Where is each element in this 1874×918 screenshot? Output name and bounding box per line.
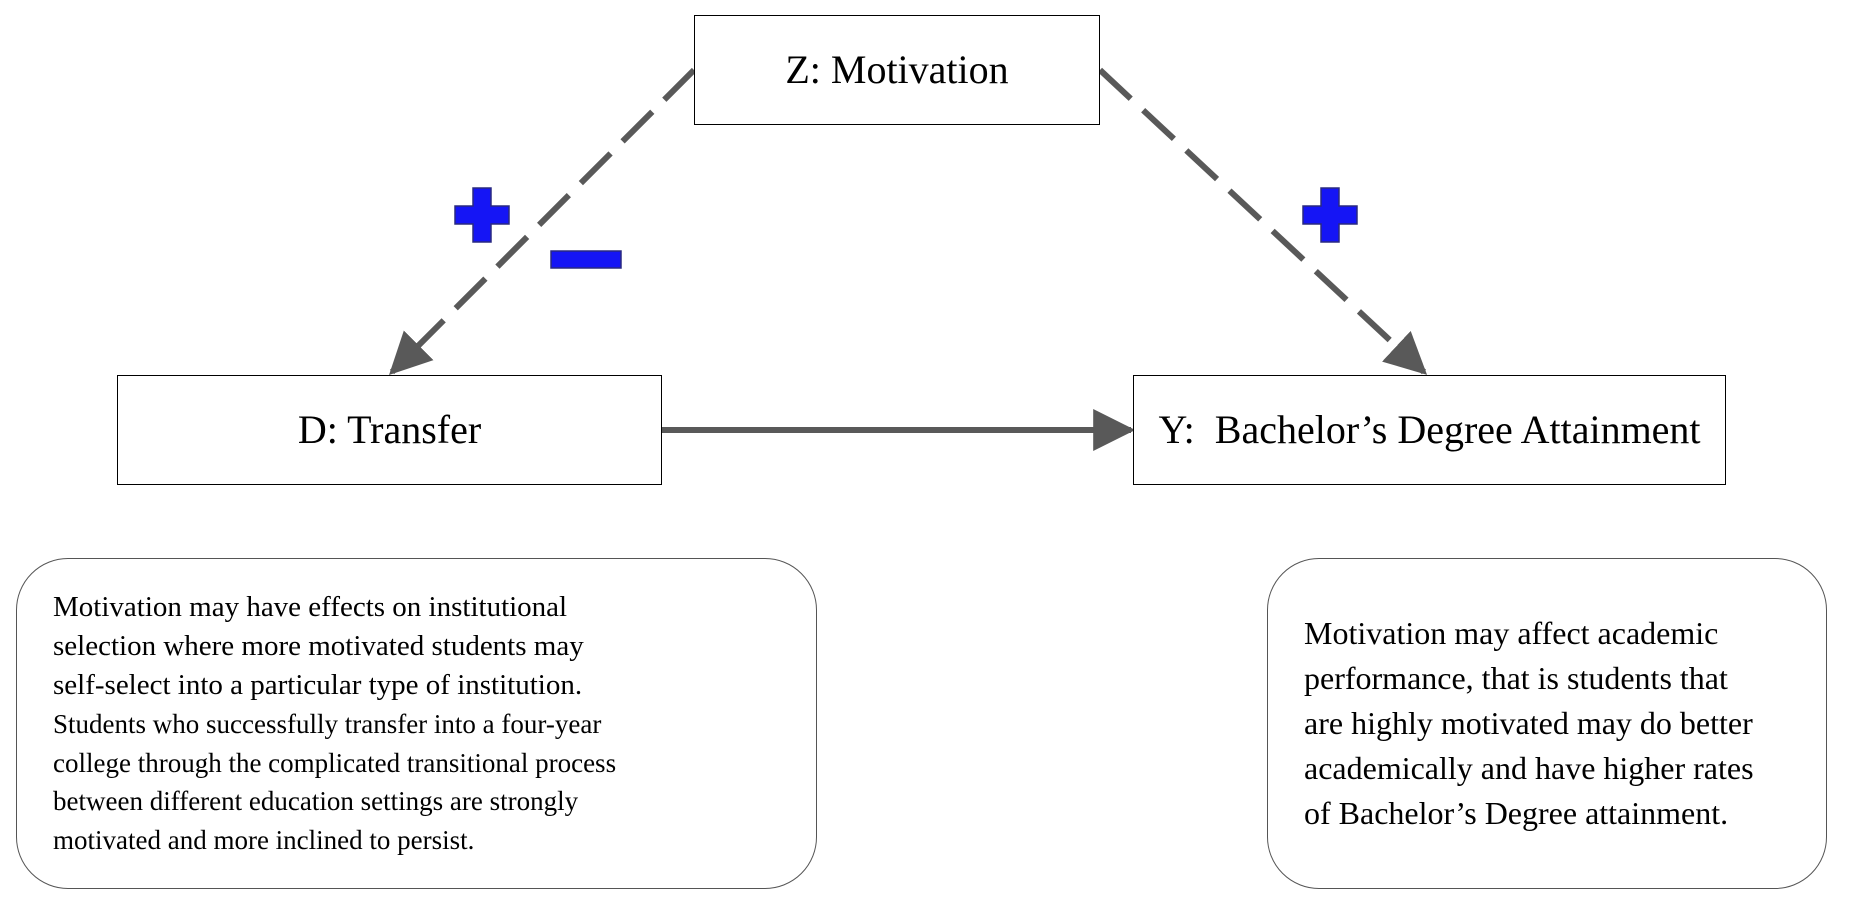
note-left-line: self-select into a particular type of in… bbox=[53, 669, 583, 701]
note-left-line: Students who successfully transfer into … bbox=[53, 709, 602, 739]
note-right-line: performance, that is students that bbox=[1304, 660, 1728, 696]
minus-sign-z-to-d bbox=[550, 250, 622, 269]
node-motivation: Z: Motivation bbox=[694, 15, 1100, 125]
node-bachelors-degree-attainment: Y: Bachelor’s Degree Attainment bbox=[1133, 375, 1726, 485]
note-right-line: Motivation may affect academic bbox=[1304, 615, 1719, 651]
note-motivation-transfer: Motivation may have effects on instituti… bbox=[16, 558, 817, 889]
note-left-line: selection where more motivated students … bbox=[53, 630, 584, 662]
edge-z-to-y bbox=[1097, 67, 1428, 375]
note-right-line: are highly motivated may do better bbox=[1304, 705, 1753, 741]
plus-sign-z-to-y bbox=[1302, 187, 1358, 243]
note-left-line: between different education settings are… bbox=[53, 786, 579, 816]
node-transfer: D: Transfer bbox=[117, 375, 662, 485]
edge-z-to-d bbox=[389, 67, 697, 375]
node-bachelors-degree-attainment-label: Y: Bachelor’s Degree Attainment bbox=[1158, 407, 1701, 452]
note-left-line: college through the complicated transiti… bbox=[53, 747, 617, 778]
plus-sign-z-to-d bbox=[454, 187, 510, 243]
note-left-line: motivated and more inclined to persist. bbox=[53, 824, 475, 855]
note-left-line: Motivation may have effects on instituti… bbox=[53, 591, 568, 623]
note-right-text: Motivation may affect academic performan… bbox=[1304, 611, 1754, 836]
node-transfer-label: D: Transfer bbox=[297, 407, 482, 452]
node-motivation-label: Z: Motivation bbox=[785, 47, 1009, 92]
note-right-line: of Bachelor’s Degree attainment. bbox=[1304, 795, 1729, 831]
note-left-text: Motivation may have effects on instituti… bbox=[53, 588, 616, 859]
note-motivation-attainment: Motivation may affect academic performan… bbox=[1267, 558, 1827, 889]
note-right-line: academically and have higher rates bbox=[1304, 750, 1754, 786]
